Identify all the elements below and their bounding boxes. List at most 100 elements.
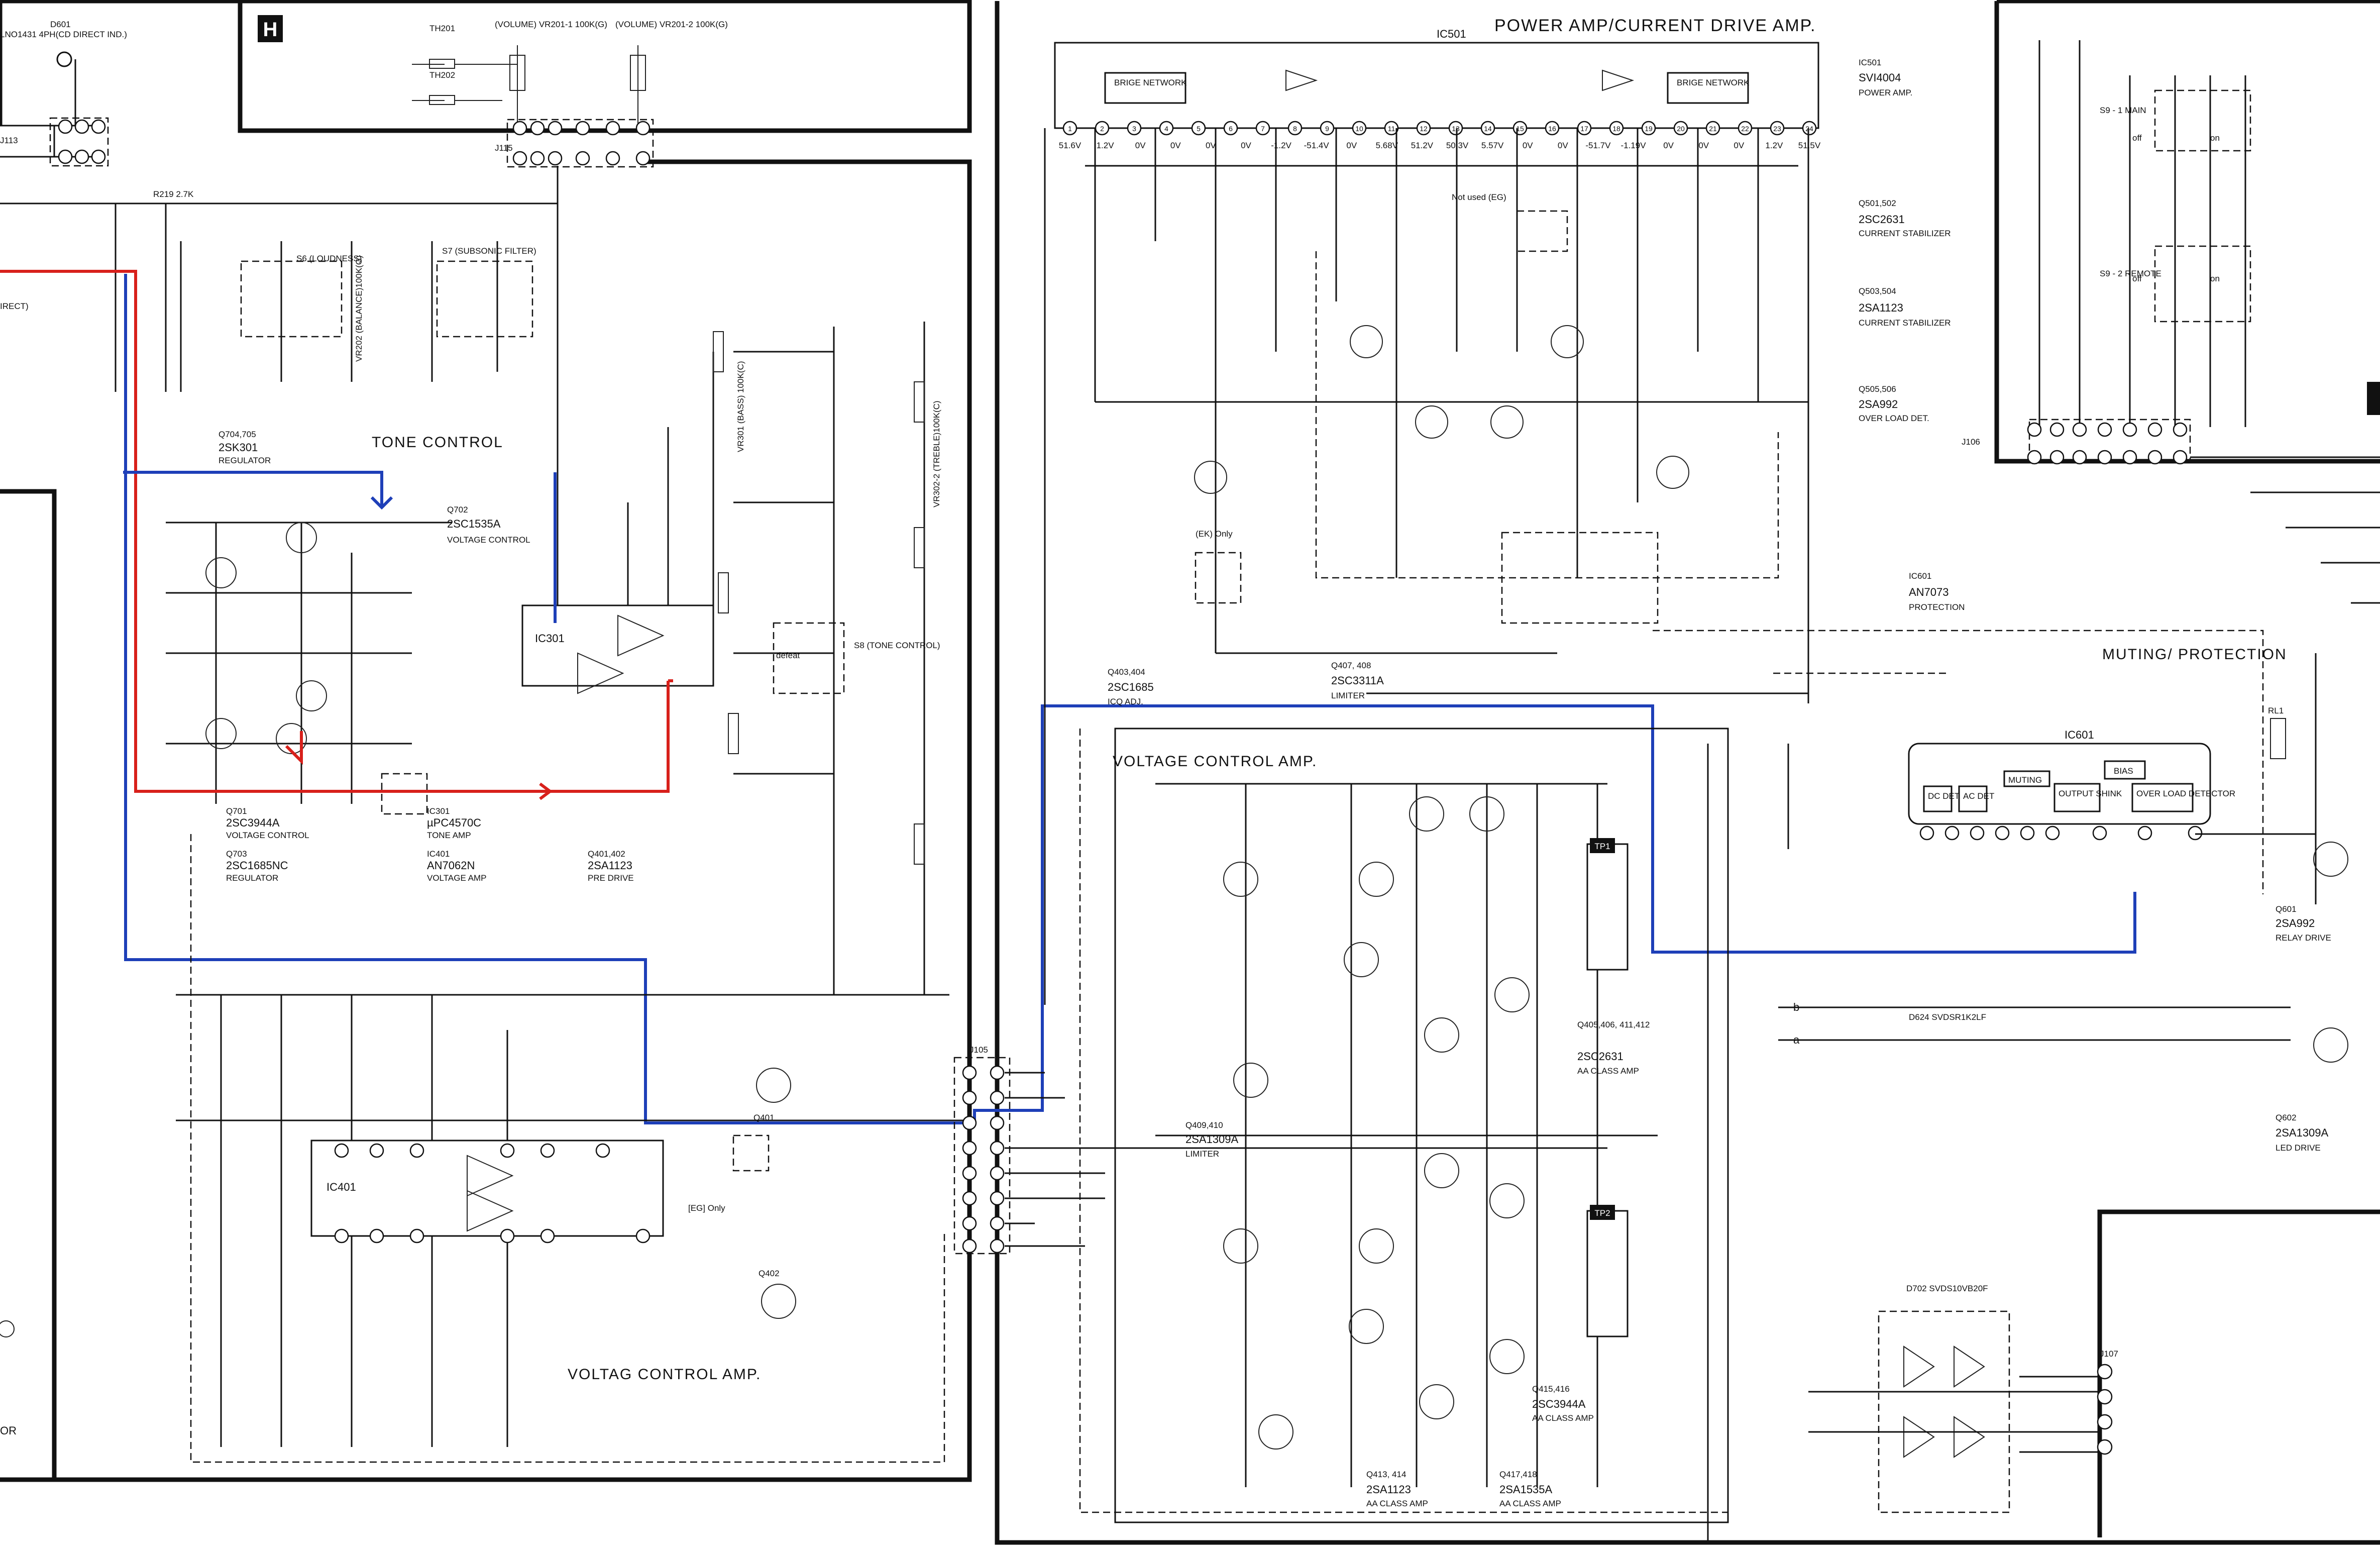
section-marker-label: H bbox=[263, 19, 278, 41]
svg-text:Q701: Q701 bbox=[226, 806, 247, 816]
q406-transistor-icon bbox=[1258, 1414, 1293, 1450]
svg-text:POWER AMP.: POWER AMP. bbox=[1859, 88, 1912, 97]
svg-text:2SC3311A: 2SC3311A bbox=[1331, 674, 1384, 687]
j105-label: J105 bbox=[969, 1045, 988, 1055]
q602-type: 2SA1309A bbox=[2276, 1126, 2329, 1139]
q412-transistor-icon bbox=[1424, 1153, 1459, 1188]
q501-transistor-icon bbox=[1350, 325, 1383, 358]
svg-text:AA CLASS AMP: AA CLASS AMP bbox=[1532, 1413, 1594, 1423]
ic401-pins bbox=[334, 1143, 651, 1244]
tp2-label: TP2 bbox=[1594, 1208, 1610, 1218]
svg-text:Q703: Q703 bbox=[226, 849, 247, 859]
ic501-pin-number: 21 bbox=[1709, 125, 1717, 133]
svg-text:IC301: IC301 bbox=[427, 806, 450, 816]
tp1-block bbox=[1586, 843, 1629, 971]
ic501-pin-voltage: 1.2V bbox=[1097, 141, 1115, 150]
svg-text:2SA1535A: 2SA1535A bbox=[1499, 1483, 1553, 1496]
top-left-connectors: D601 LNO1431 4PH(CD DIRECT IND.) J113 TH… bbox=[0, 20, 728, 168]
q401-label: Q401 bbox=[753, 1113, 775, 1122]
q601-transistor-icon bbox=[2313, 842, 2348, 877]
q602-transistor-icon bbox=[2313, 1027, 2348, 1063]
eg-only-label: [EG] Only bbox=[688, 1203, 725, 1213]
left-part-notes: Q704,705 2SK301 REGULATOR Q702 2SC1535A … bbox=[219, 430, 634, 883]
s7-label: S7 (SUBSONIC FILTER) bbox=[442, 246, 536, 256]
q409-transistor-icon bbox=[1344, 942, 1379, 977]
q407-transistor-icon bbox=[1359, 862, 1394, 897]
ic501-pin bbox=[1223, 121, 1238, 136]
ic501-pin-number: 23 bbox=[1773, 125, 1781, 133]
ic501-pin bbox=[1287, 121, 1303, 136]
ic501-pin bbox=[1127, 121, 1142, 136]
regulator-section bbox=[166, 522, 452, 815]
ic501-pin-voltage: -1.19V bbox=[1620, 141, 1646, 150]
ic501-pin-voltage: -1.2V bbox=[1271, 141, 1291, 150]
volume-pot-icon bbox=[630, 55, 646, 91]
q505-transistor-icon bbox=[1194, 461, 1227, 494]
ic501-pin bbox=[1770, 121, 1785, 136]
terminal-a: a bbox=[1793, 1033, 1800, 1046]
svg-text:Q405,406, 411,412: Q405,406, 411,412 bbox=[1577, 1020, 1650, 1029]
ic501-pin-number: 2 bbox=[1100, 125, 1104, 133]
ek-only-label: (EK) Only bbox=[1196, 529, 1233, 539]
svg-text:Q409,410: Q409,410 bbox=[1185, 1120, 1223, 1130]
q411-transistor-icon bbox=[1409, 796, 1444, 832]
ic501-pin bbox=[1480, 121, 1495, 136]
svg-text:2SC1685: 2SC1685 bbox=[1108, 681, 1154, 693]
ic601-blocks: DC DET AC DET MUTING OUTPUT SHINK BIAS O… bbox=[1923, 760, 2235, 812]
ic401-label: IC401 bbox=[327, 1181, 356, 1193]
svg-text:Q704,705: Q704,705 bbox=[219, 430, 256, 439]
ic501-pin bbox=[1255, 121, 1270, 136]
ic501-pin-voltage: 0V bbox=[1241, 141, 1251, 150]
ic501-pin bbox=[1738, 121, 1753, 136]
svg-text:2SC1535A: 2SC1535A bbox=[447, 518, 501, 530]
svg-text:Q415,416: Q415,416 bbox=[1532, 1384, 1570, 1394]
section-marker: H bbox=[258, 15, 283, 42]
ic501-pin bbox=[1802, 121, 1817, 136]
svg-text:LIMITER: LIMITER bbox=[1331, 691, 1365, 700]
q405-412-note: Q405,406, 411,412 2SC2631 AA CLASS AMP bbox=[1577, 1020, 1650, 1076]
q408-transistor-icon bbox=[1359, 1228, 1394, 1264]
q413-transistor-icon bbox=[1424, 1017, 1459, 1053]
bridge-network-2 bbox=[1667, 72, 1749, 104]
q704-705-note: Q704,705 2SK301 REGULATOR bbox=[219, 430, 271, 465]
defeat-label: defeat bbox=[776, 651, 800, 660]
svg-text:VOLTAGE AMP: VOLTAGE AMP bbox=[427, 873, 486, 883]
ic501-pin-voltage: 0V bbox=[1734, 141, 1744, 150]
ic501-pin-voltage: 0V bbox=[1558, 141, 1568, 150]
blue-trace-up bbox=[123, 471, 393, 510]
not-used-label: Not used (EG) bbox=[1452, 192, 1506, 202]
red-trace bbox=[0, 270, 673, 800]
ic301-note: IC301 µPC4570C TONE AMP bbox=[427, 806, 481, 840]
mid-part-notes: Q403,404 2SC1685 ICQ ADJ. Q407, 408 2SC3… bbox=[1108, 571, 1965, 706]
tp1-label: TP1 bbox=[1594, 842, 1610, 851]
ic501-label: IC501 bbox=[1437, 28, 1466, 40]
q702-note: Q702 2SC1535A VOLTAGE CONTROL bbox=[447, 505, 530, 545]
svg-text:2SA1309A: 2SA1309A bbox=[1185, 1133, 1239, 1146]
q402-transistor-icon bbox=[761, 1284, 796, 1319]
q701-note: Q701 2SC3944A VOLTAGE CONTROL bbox=[226, 806, 309, 840]
protection-section: MUTING/ PROTECTION IC601 DC DET AC DET M… bbox=[1653, 630, 2348, 1542]
ic501-pin-voltage: 51.2V bbox=[1411, 141, 1434, 150]
q601-role: RELAY DRIVE bbox=[2276, 933, 2331, 943]
voltage-control-amp-section: VOLTAGE CONTROL AMP. TP1 TP2 Q4 bbox=[1079, 728, 1729, 1523]
svg-text:IC601: IC601 bbox=[1909, 571, 1931, 581]
ic501-pin-number: 1 bbox=[1068, 125, 1072, 133]
svg-text:MUTING: MUTING bbox=[2008, 775, 2042, 785]
q410-transistor-icon bbox=[1349, 1309, 1384, 1344]
ic501-pin-number: 22 bbox=[1741, 125, 1749, 133]
svg-text:AA CLASS AMP: AA CLASS AMP bbox=[1499, 1499, 1561, 1508]
d624-label: D624 SVDSR1K2LF bbox=[1909, 1012, 1986, 1022]
vr201-2-label: (VOLUME) VR201-2 100K(G) bbox=[615, 20, 728, 29]
ic501-note: IC501 SVI4004 POWER AMP. bbox=[1859, 58, 1912, 97]
ic501-pin-voltage: 51.6V bbox=[1059, 141, 1081, 150]
led-icon bbox=[56, 51, 72, 67]
svg-text:2SK301: 2SK301 bbox=[219, 441, 258, 454]
svg-text:TONE AMP: TONE AMP bbox=[427, 831, 471, 840]
ic501-pin-voltage: 51.5V bbox=[1798, 141, 1821, 150]
ic501-pin bbox=[1320, 121, 1335, 136]
ic501-pin-number: 19 bbox=[1645, 125, 1653, 133]
ic401-note: IC401 AN7062N VOLTAGE AMP bbox=[427, 849, 486, 883]
